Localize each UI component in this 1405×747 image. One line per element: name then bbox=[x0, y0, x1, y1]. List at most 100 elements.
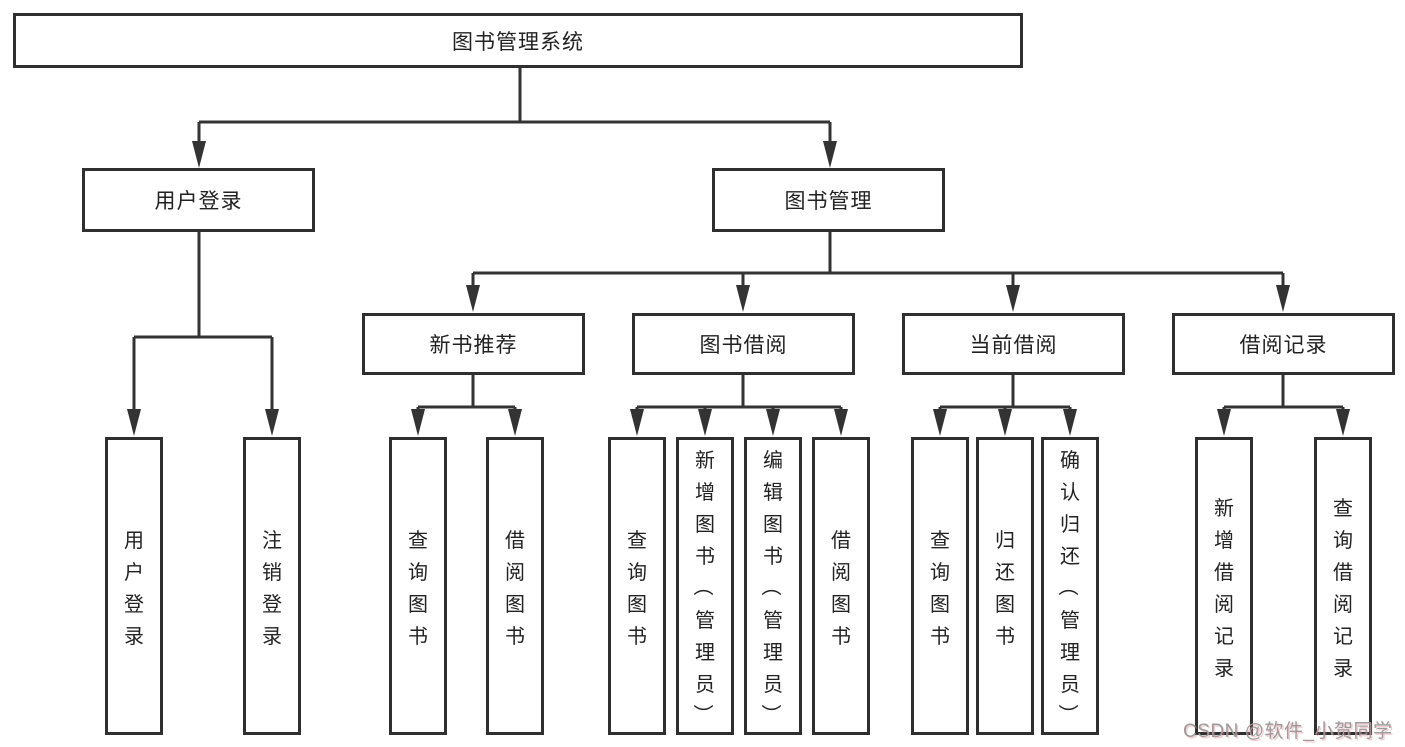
vertical-char: 借 bbox=[1214, 561, 1234, 584]
vertical-char: 理 bbox=[1060, 641, 1080, 664]
node-book-borrow: 图书借阅 bbox=[632, 313, 855, 375]
node-search-book-newbook: 查询图书 bbox=[389, 437, 447, 735]
connector-arrowhead bbox=[192, 141, 206, 168]
connector-arrowhead bbox=[834, 409, 848, 436]
connector-userlogin-to-children bbox=[132, 232, 274, 420]
vertical-char: 登 bbox=[262, 593, 282, 616]
vertical-char: 图 bbox=[995, 593, 1015, 616]
vertical-char: 管 bbox=[695, 609, 715, 632]
node-book-management-label: 图书管理 bbox=[784, 190, 873, 213]
vertical-char: 查 bbox=[408, 529, 428, 552]
vertical-char: 确 bbox=[1060, 449, 1080, 472]
connector-arrowhead bbox=[466, 285, 480, 312]
connector-root-to-level2 bbox=[197, 68, 832, 152]
vertical-char: 辑 bbox=[763, 481, 783, 504]
vertical-char: 借 bbox=[505, 529, 525, 552]
node-current-borrow: 当前借阅 bbox=[902, 313, 1125, 375]
node-add-borrow-record: 新增借阅记录 bbox=[1195, 437, 1253, 735]
vertical-char: 登 bbox=[124, 593, 144, 616]
vertical-char: 员 bbox=[1060, 673, 1080, 696]
connector-arrowhead bbox=[630, 409, 644, 436]
vertical-char: 增 bbox=[1214, 529, 1234, 552]
node-search-book-current-label: 查询图书 bbox=[914, 522, 966, 650]
vertical-char: 用 bbox=[124, 529, 144, 552]
connector-arrowhead bbox=[127, 409, 141, 436]
connector-newbook-to-children bbox=[416, 375, 517, 420]
node-user-login-label: 用户登录 bbox=[154, 190, 243, 213]
node-search-book-borrow: 查询图书 bbox=[608, 437, 666, 735]
node-search-borrow-record: 查询借阅记录 bbox=[1314, 437, 1372, 735]
vertical-char: 询 bbox=[930, 561, 950, 584]
node-borrow-book-newbook-label: 借阅图书 bbox=[489, 522, 541, 650]
vertical-char: 归 bbox=[1060, 513, 1080, 536]
vertical-char: 图 bbox=[763, 513, 783, 536]
connector-bookmgmt-to-level3 bbox=[471, 232, 1285, 296]
node-return-book-label: 归还图书 bbox=[979, 522, 1031, 650]
connector-arrowhead bbox=[411, 409, 425, 436]
vertical-char: 图 bbox=[408, 593, 428, 616]
connector-records-to-children bbox=[1222, 375, 1345, 420]
vertical-char: 查 bbox=[930, 529, 950, 552]
node-edit-book-admin: 编辑图书（管理员） bbox=[744, 437, 802, 735]
vertical-char: 管 bbox=[763, 609, 783, 632]
vertical-char: 查 bbox=[627, 529, 647, 552]
node-add-book-admin: 新增图书（管理员） bbox=[676, 437, 734, 735]
node-confirm-return-admin-label: 确认归还（管理员） bbox=[1044, 442, 1096, 730]
vertical-char: 询 bbox=[1333, 529, 1353, 552]
vertical-char: 借 bbox=[1333, 561, 1353, 584]
connector-borrow-to-children bbox=[635, 375, 843, 420]
node-return-book: 归还图书 bbox=[976, 437, 1034, 735]
vertical-char: ） bbox=[759, 704, 782, 724]
connector-arrowhead bbox=[998, 409, 1012, 436]
vertical-char: 员 bbox=[695, 673, 715, 696]
vertical-char: 书 bbox=[831, 625, 851, 648]
vertical-char: （ bbox=[759, 576, 782, 596]
vertical-char: 阅 bbox=[1214, 593, 1234, 616]
vertical-char: 新 bbox=[695, 449, 715, 472]
vertical-char: （ bbox=[1056, 576, 1079, 596]
node-logout-leaf: 注销登录 bbox=[243, 437, 301, 735]
vertical-char: 阅 bbox=[505, 561, 525, 584]
vertical-char: 书 bbox=[408, 625, 428, 648]
watermark-text: CSDN @软件_小贺同学 bbox=[1183, 721, 1393, 742]
connector-arrowhead bbox=[508, 409, 522, 436]
connector-arrowhead bbox=[933, 409, 947, 436]
vertical-char: 录 bbox=[124, 625, 144, 648]
connector-arrowhead bbox=[823, 141, 837, 168]
vertical-char: 书 bbox=[505, 625, 525, 648]
vertical-char: 查 bbox=[1333, 497, 1353, 520]
vertical-char: 书 bbox=[763, 545, 783, 568]
vertical-char: 图 bbox=[695, 513, 715, 536]
node-new-book-recommend: 新书推荐 bbox=[362, 313, 585, 375]
connector-arrowheads bbox=[127, 141, 1350, 436]
vertical-char: 新 bbox=[1214, 497, 1234, 520]
vertical-char: 户 bbox=[124, 561, 144, 584]
vertical-char: 录 bbox=[1214, 657, 1234, 680]
vertical-char: 理 bbox=[695, 641, 715, 664]
node-search-book-borrow-label: 查询图书 bbox=[611, 522, 663, 650]
vertical-char: 阅 bbox=[831, 561, 851, 584]
vertical-char: 图 bbox=[831, 593, 851, 616]
vertical-char: 录 bbox=[1333, 657, 1353, 680]
node-search-book-newbook-label: 查询图书 bbox=[392, 522, 444, 650]
vertical-char: 录 bbox=[262, 625, 282, 648]
vertical-char: 还 bbox=[1060, 545, 1080, 568]
connector-arrowhead bbox=[698, 409, 712, 436]
connector-arrowhead bbox=[1276, 285, 1290, 312]
node-logout-leaf-label: 注销登录 bbox=[246, 522, 298, 650]
vertical-char: 借 bbox=[831, 529, 851, 552]
node-search-borrow-record-label: 查询借阅记录 bbox=[1317, 490, 1369, 682]
node-borrow-book-borrow-label: 借阅图书 bbox=[815, 522, 867, 650]
vertical-char: ） bbox=[1056, 704, 1079, 724]
vertical-char: 归 bbox=[995, 529, 1015, 552]
vertical-char: 管 bbox=[1060, 609, 1080, 632]
connector-arrowhead bbox=[1006, 285, 1020, 312]
node-search-book-current: 查询图书 bbox=[911, 437, 969, 735]
connector-arrowhead bbox=[766, 409, 780, 436]
vertical-char: 还 bbox=[995, 561, 1015, 584]
node-new-book-recommend-label: 新书推荐 bbox=[429, 334, 518, 357]
node-add-book-admin-label: 新增图书（管理员） bbox=[679, 442, 731, 730]
connector-arrowhead bbox=[1336, 409, 1350, 436]
vertical-char: 理 bbox=[763, 641, 783, 664]
